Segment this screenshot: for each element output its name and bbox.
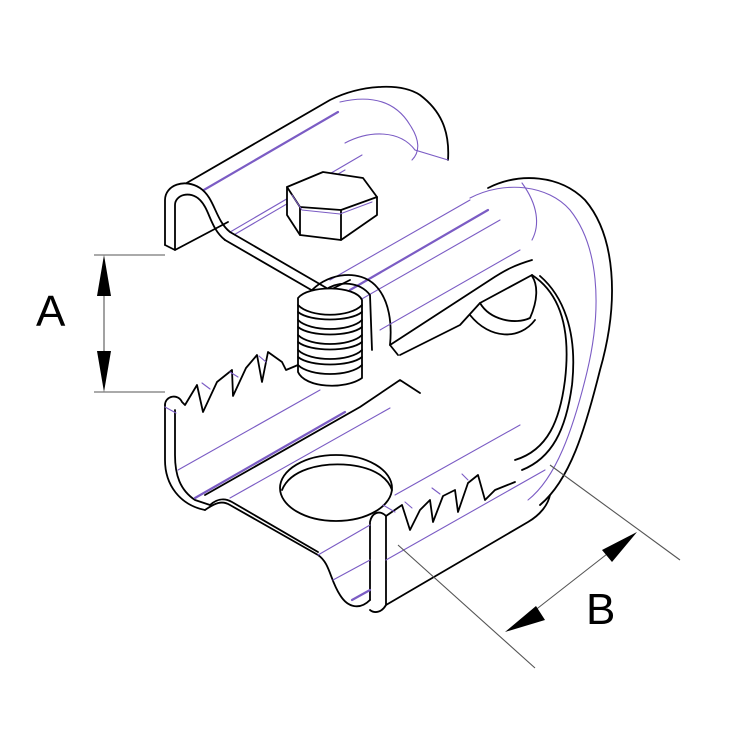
c-loop-back [399,177,613,506]
top-saddle [164,85,533,356]
dimension-a-label: A [36,287,66,336]
dimension-b-label: B [586,585,616,634]
threaded-screw [297,287,363,387]
lower-jaw [164,351,551,613]
dimension-b [397,464,681,669]
hex-bolt-head [286,171,378,241]
dimension-a [94,254,165,393]
